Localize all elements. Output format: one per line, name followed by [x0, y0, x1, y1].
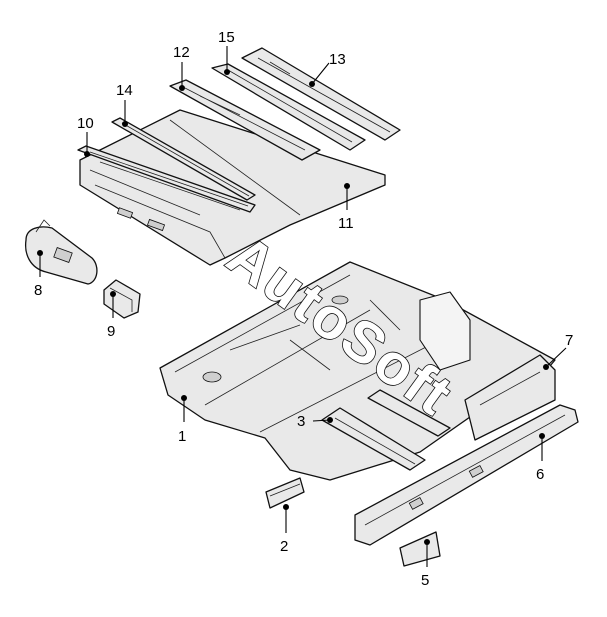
rear-panel	[464, 354, 556, 441]
interior-mirror	[103, 279, 141, 319]
callout-3: 3	[297, 413, 305, 430]
roof-bow-12	[169, 79, 321, 161]
floor-panel	[159, 261, 556, 481]
callouts: 1 2 3 5 6 7 8 9 10 1	[34, 29, 573, 589]
callout-14: 14	[116, 82, 133, 99]
callout-7: 7	[565, 332, 573, 349]
callout-13: 13	[329, 51, 346, 68]
floor-crossmember-rear	[367, 389, 451, 437]
sill-panel	[354, 404, 579, 546]
callout-10: 10	[77, 115, 94, 132]
callout-1: 1	[178, 428, 186, 445]
callout-11: 11	[338, 215, 354, 232]
roof-bow-14	[111, 117, 256, 201]
callout-9: 9	[107, 323, 115, 340]
roof-bow-15	[211, 63, 366, 151]
floor-crossmember	[321, 407, 426, 471]
roof-rail-13	[241, 47, 401, 141]
callout-12: 12	[173, 44, 190, 61]
callout-2: 2	[280, 538, 288, 555]
callout-5: 5	[421, 572, 429, 589]
callout-15: 15	[218, 29, 235, 46]
callout-8: 8	[34, 282, 42, 299]
roof-bow-10	[77, 145, 256, 213]
floor-bracket	[265, 477, 305, 509]
sun-visor	[24, 219, 98, 285]
small-bracket	[399, 531, 441, 567]
callout-6: 6	[536, 466, 544, 483]
